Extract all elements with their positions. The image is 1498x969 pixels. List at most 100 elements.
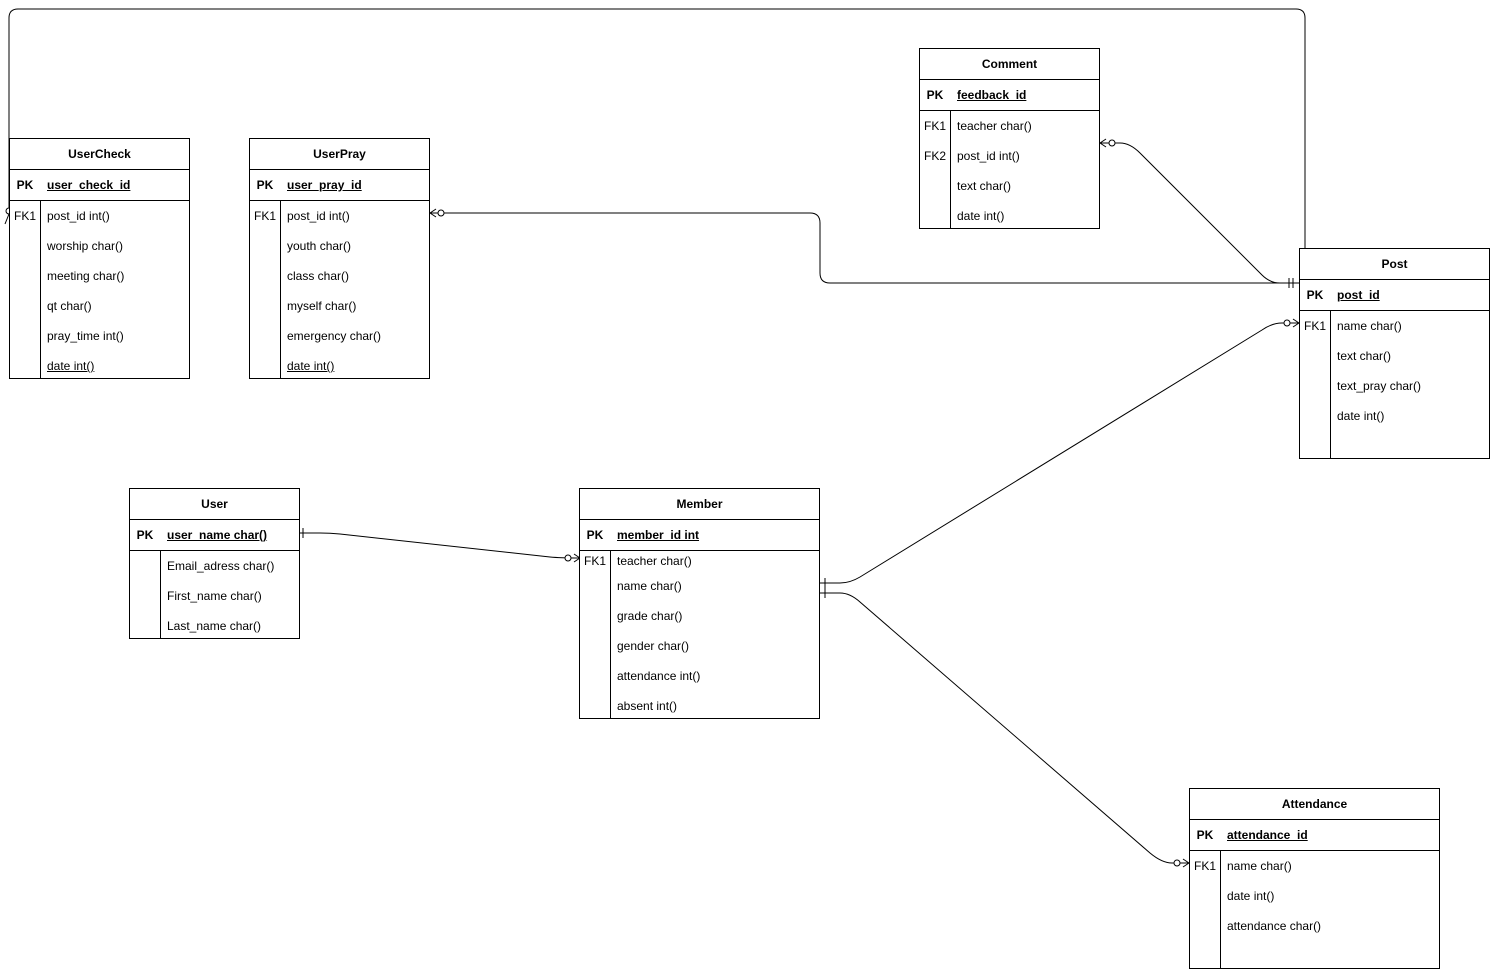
field-row: class char() [250,261,429,291]
field-row: date int() [920,201,1099,231]
field-row: myself char() [250,291,429,321]
field-row: meeting char() [10,261,189,291]
primary-key-row: PK member_id int [580,520,819,551]
column-divider [40,200,41,378]
connector-user-member [300,528,581,563]
field-key [10,351,40,381]
connector-comment-post [1099,138,1281,284]
field-name: post_id int() [957,149,1020,163]
field-name: Last_name char() [167,619,262,633]
field-row: absent int() [580,691,819,721]
field-row: Last_name char() [130,611,299,641]
field-key [10,321,40,351]
field-key [130,611,160,641]
pk-label: PK [586,528,604,542]
field-key [1300,401,1330,431]
field-key [1190,881,1220,911]
field-key [580,661,610,691]
field-key [920,201,950,231]
entity-title: UserPray [250,139,429,170]
field-key: FK1 [923,119,946,133]
entity-userpray[interactable]: UserPray PK user_pray_id FK1 post_id int(… [249,138,430,379]
pk-label: PK [926,88,944,102]
field-name: post_id int() [287,209,350,223]
field-row: FK1 post_id int() [250,201,429,231]
field-key [580,571,610,601]
field-key [250,261,280,291]
primary-key-row: PK user_check_id [10,170,189,201]
field-name: pray_time int() [47,329,124,343]
field-key [250,231,280,261]
field-key [1300,371,1330,401]
field-key [250,321,280,351]
entity-title: UserCheck [10,139,189,170]
primary-key-row: PK feedback_id [920,80,1099,111]
field-row: date int() [250,351,429,381]
field-key: FK1 [583,554,606,568]
field-name: date int() [47,359,95,373]
entity-attendance[interactable]: Attendance PK attendance_id FK1 name char… [1189,788,1440,969]
field-name: meeting char() [47,269,125,283]
field-name: teacher char() [617,554,692,568]
pk-field: user_pray_id [287,178,362,192]
pk-field: feedback_id [957,88,1027,102]
field-name: name char() [1227,859,1292,873]
field-row: youth char() [250,231,429,261]
column-divider [1220,850,1221,968]
pk-field: attendance_id [1227,828,1308,842]
field-key [1190,911,1220,941]
pk-label: PK [256,178,274,192]
field-key: FK1 [1193,859,1216,873]
field-key [130,551,160,581]
field-name: attendance char() [1227,919,1322,933]
field-row: name char() [580,571,819,601]
field-row: date int() [1190,881,1439,911]
field-name: name char() [617,579,682,593]
field-name: date int() [1337,409,1385,423]
field-name: date int() [1227,889,1275,903]
field-row: gender char() [580,631,819,661]
connector-member-post [820,318,1300,588]
pk-label: PK [1306,288,1324,302]
entity-user[interactable]: User PK user_name char() Email_adress ch… [129,488,300,639]
field-name: qt char() [47,299,92,313]
field-name: class char() [287,269,350,283]
field-row: date int() [1300,401,1489,431]
pk-field: post_id [1337,288,1380,302]
field-row: attendance char() [1190,911,1439,941]
field-name: text char() [1337,349,1392,363]
field-row: grade char() [580,601,819,631]
connector-userpray-post [429,208,1299,288]
field-name: text char() [957,179,1012,193]
field-name: absent int() [617,699,678,713]
primary-key-row: PK user_pray_id [250,170,429,201]
field-key [580,691,610,721]
field-row: text_pray char() [1300,371,1489,401]
entity-title: Attendance [1190,789,1439,820]
entity-title: User [130,489,299,520]
field-row: attendance int() [580,661,819,691]
field-key [10,231,40,261]
column-divider [610,550,611,718]
primary-key-row: PK attendance_id [1190,820,1439,851]
field-row: text char() [1300,341,1489,371]
pk-label: PK [1196,828,1214,842]
column-divider [160,550,161,638]
field-row: pray_time int() [10,321,189,351]
field-key [130,581,160,611]
field-name: worship char() [47,239,124,253]
field-name: date int() [957,209,1005,223]
field-row: text char() [920,171,1099,201]
field-row: date int() [10,351,189,381]
primary-key-row: PK user_name char() [130,520,299,551]
pk-field: user_check_id [47,178,131,192]
field-key: FK1 [253,209,276,223]
